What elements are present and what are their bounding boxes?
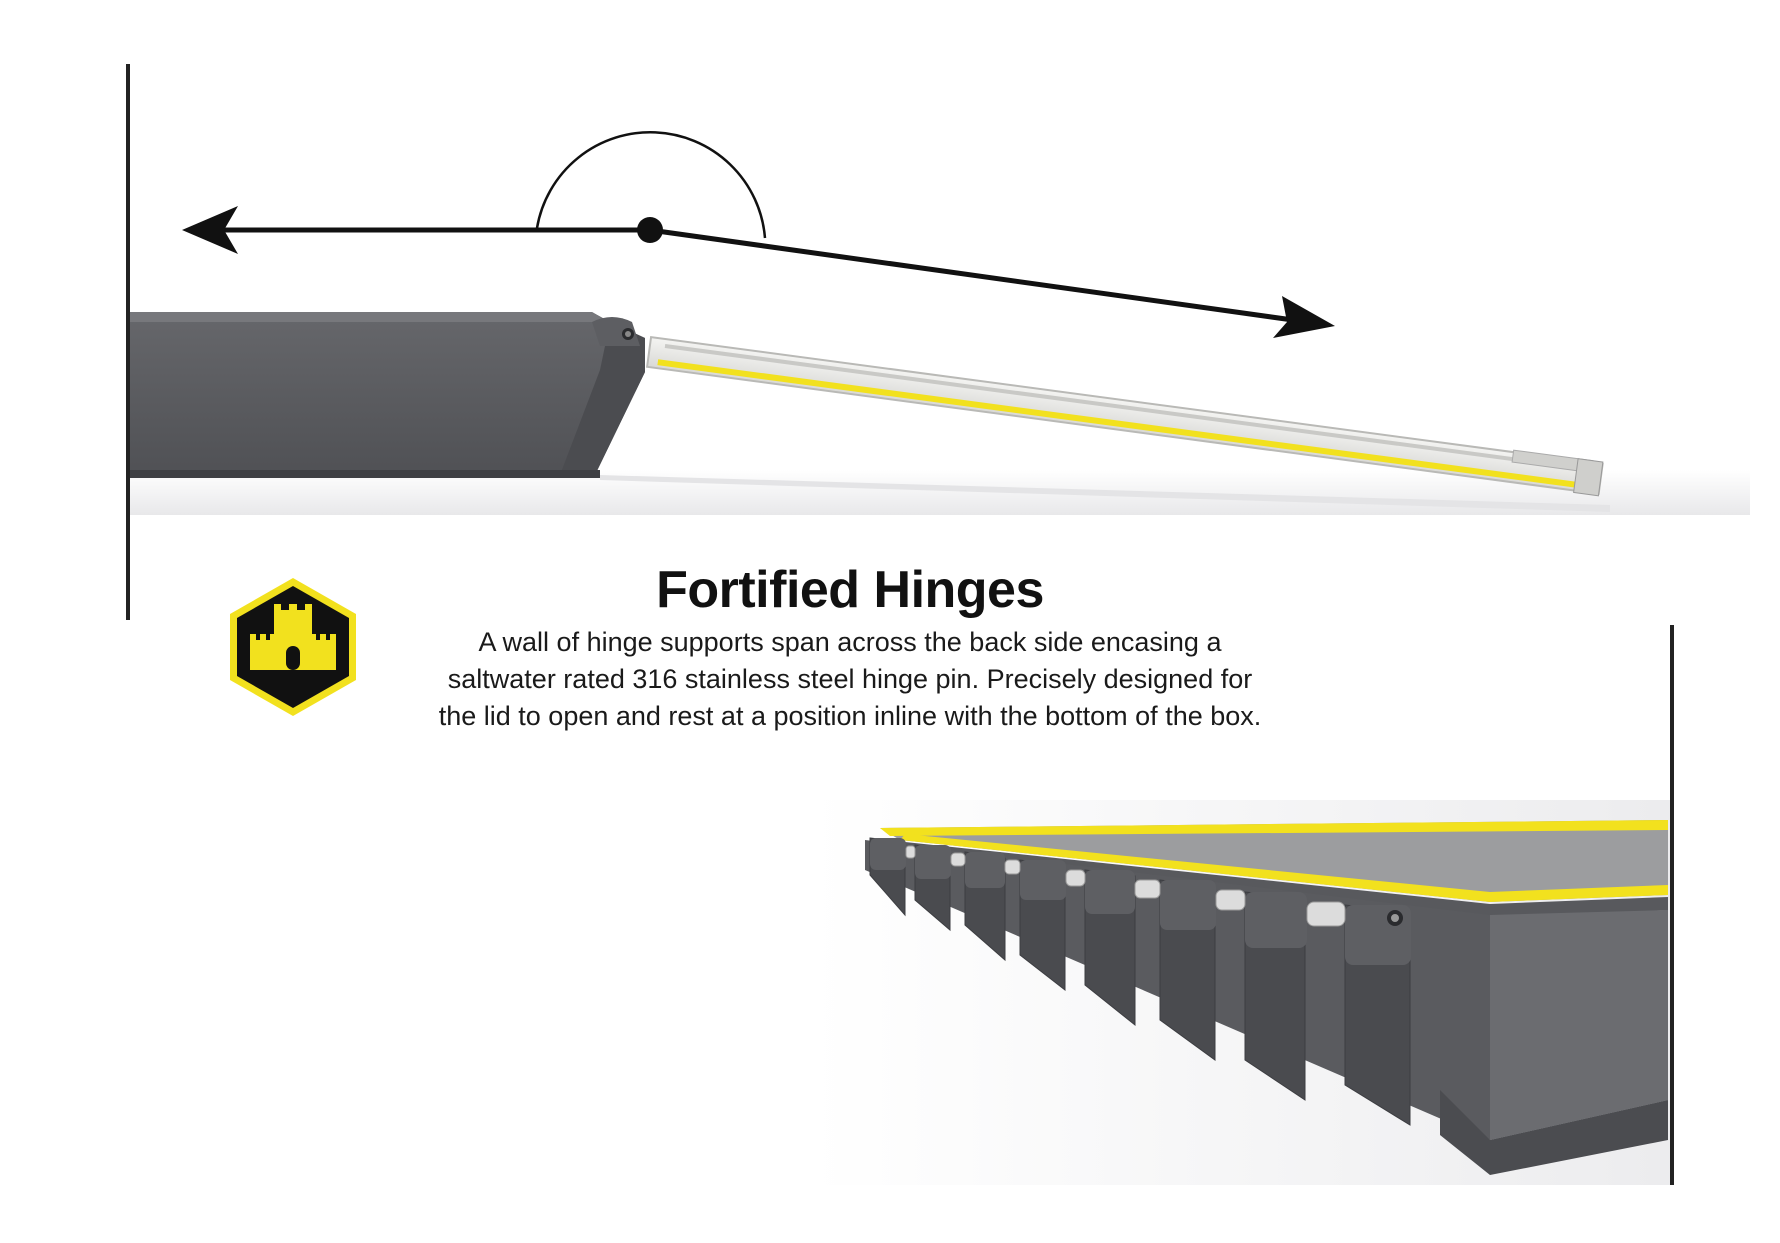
hinge-knuckles	[870, 838, 1411, 965]
right-arrow-head	[1273, 296, 1335, 338]
description-line-3: the lid to open and rest at a position i…	[438, 701, 1262, 731]
castle-badge	[230, 578, 356, 716]
angle-diagram	[182, 131, 1335, 338]
angled-arrow-line	[649, 227, 1301, 324]
castle-icon	[250, 604, 336, 670]
description-line-2: saltwater rated 316 stainless steel hing…	[447, 664, 1253, 694]
left-arrow-head	[182, 206, 238, 254]
open-lid-side-view	[126, 64, 1750, 620]
feature-description: A wall of hinge supports span across the…	[360, 624, 1340, 735]
pivot-point	[637, 217, 663, 243]
hinge-detail-view	[812, 625, 1674, 1185]
hinge-pins	[905, 845, 1346, 927]
feature-title: Fortified Hinges	[656, 561, 1044, 619]
lid-side	[645, 335, 1604, 497]
description-line-1: A wall of hinge supports span across the…	[478, 627, 1222, 657]
box-body-side	[130, 312, 645, 478]
